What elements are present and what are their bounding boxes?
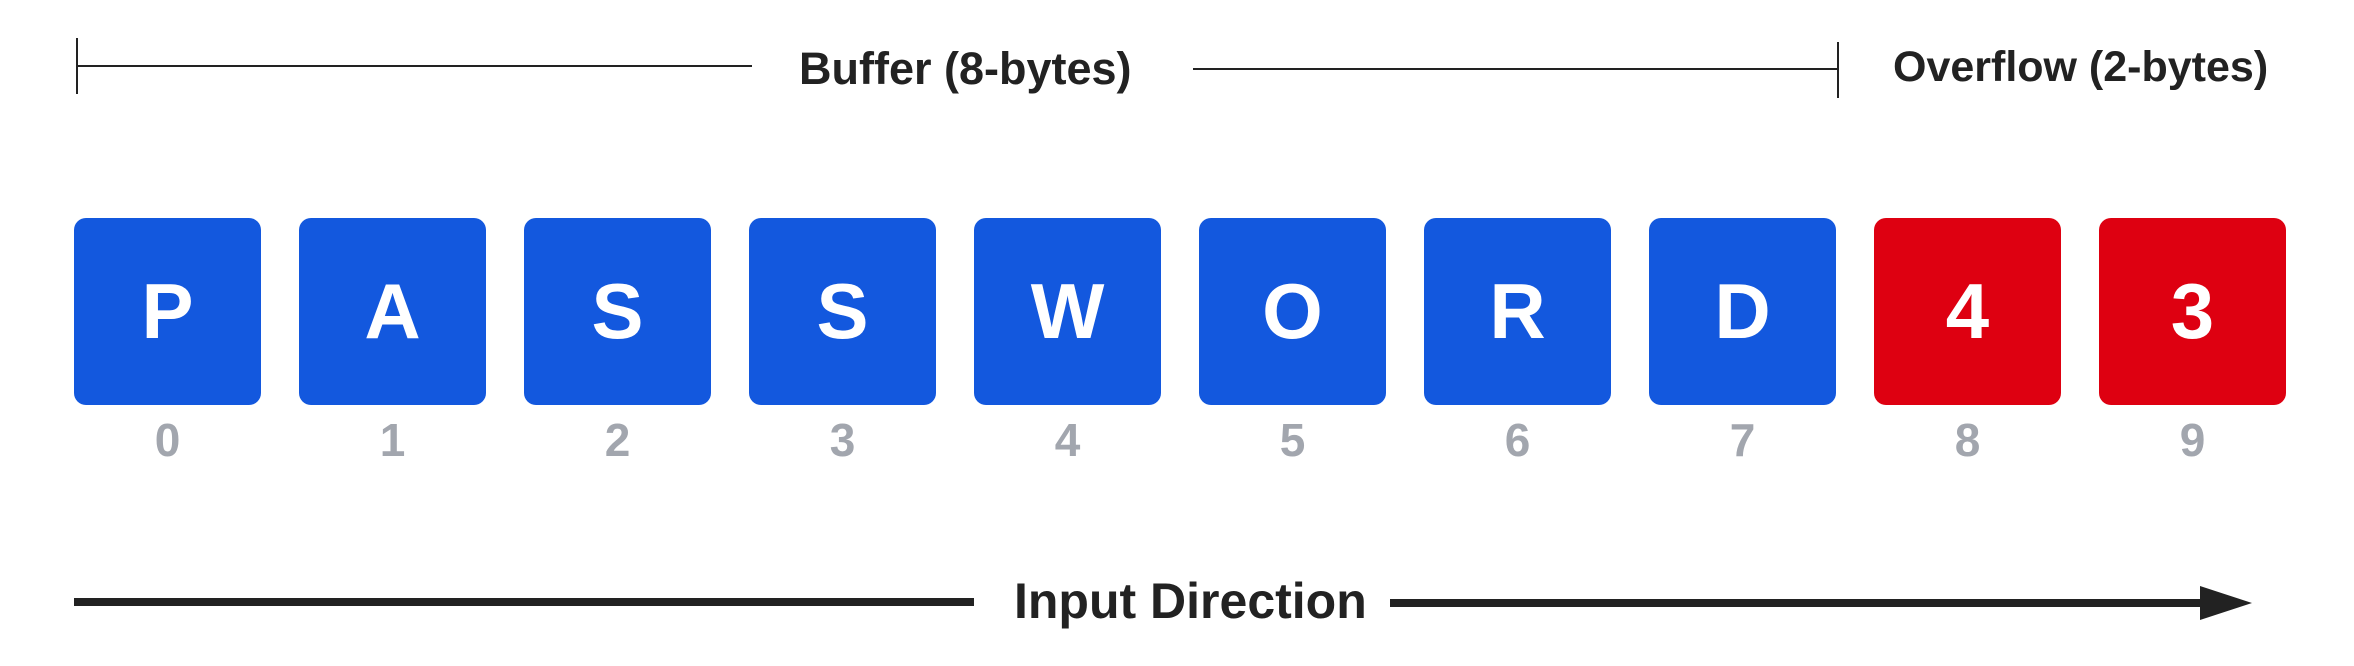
cell-index: 2 bbox=[604, 414, 631, 466]
cell-char: P bbox=[141, 267, 194, 355]
cell-index: 0 bbox=[154, 414, 181, 466]
buffer-label: Buffer (8-bytes) bbox=[799, 43, 1132, 94]
cell-char: O bbox=[1262, 267, 1323, 355]
cell-char: 4 bbox=[1945, 267, 1990, 355]
input-direction-label: Input Direction bbox=[1014, 573, 1367, 629]
cell-char: S bbox=[816, 267, 869, 355]
buffer-cell: D bbox=[1649, 218, 1836, 405]
buffer-cell: O bbox=[1199, 218, 1386, 405]
buffer-cell: R bbox=[1424, 218, 1611, 405]
buffer-cell: P bbox=[74, 218, 261, 405]
cell-char: D bbox=[1714, 267, 1771, 355]
buffer-cell: A bbox=[299, 218, 486, 405]
overflow-cell: 3 bbox=[2099, 218, 2286, 405]
cell-char: 3 bbox=[2170, 267, 2215, 355]
bracket-right-line bbox=[1193, 68, 1838, 70]
cell-index: 7 bbox=[1729, 414, 1756, 466]
cell-char: R bbox=[1489, 267, 1546, 355]
cell-index: 3 bbox=[829, 414, 856, 466]
cell-index: 9 bbox=[2179, 414, 2206, 466]
cell-index: 4 bbox=[1054, 414, 1081, 466]
arrow-head-icon bbox=[2200, 586, 2252, 620]
cell-index: 1 bbox=[379, 414, 406, 466]
bracket-left-line bbox=[76, 65, 752, 67]
buffer-cell: S bbox=[749, 218, 936, 405]
cell-index: 6 bbox=[1504, 414, 1531, 466]
cell-char: A bbox=[364, 267, 421, 355]
cell-index: 8 bbox=[1954, 414, 1981, 466]
overflow-label: Overflow (2-bytes) bbox=[1893, 43, 2269, 91]
bracket-right-tick bbox=[1837, 42, 1839, 98]
cell-index: 5 bbox=[1279, 414, 1306, 466]
arrow-shaft-right bbox=[1390, 599, 2210, 607]
buffer-cell: S bbox=[524, 218, 711, 405]
buffer-cell: W bbox=[974, 218, 1161, 405]
overflow-cell: 4 bbox=[1874, 218, 2061, 405]
arrow-shaft-left bbox=[74, 598, 974, 606]
cell-char: W bbox=[1030, 267, 1105, 355]
cell-char: S bbox=[591, 267, 644, 355]
